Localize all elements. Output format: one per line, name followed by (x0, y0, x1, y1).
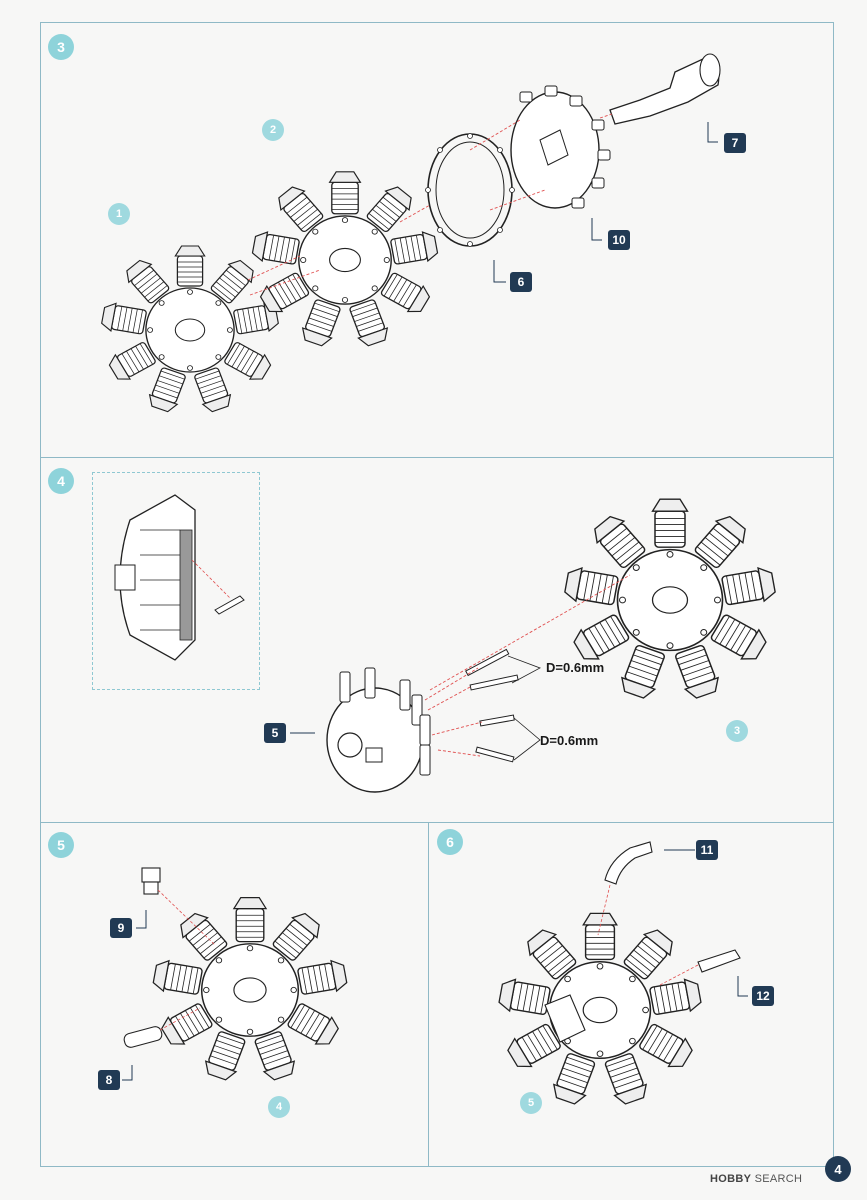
pushrods (465, 648, 519, 763)
engine-assembly-5 (498, 913, 702, 1106)
step6-leader-lines (664, 849, 748, 997)
part-label-9: 9 (110, 918, 132, 938)
step4-guide-lines (424, 574, 631, 757)
engine-row-front (101, 246, 280, 414)
watermark: HOBBY SEARCH (710, 1173, 802, 1185)
step-badge-3: 3 (48, 34, 74, 60)
part-label-8: 8 (98, 1070, 120, 1090)
part-label-10: 10 (608, 230, 630, 250)
dimension-label-lower: D=0.6mm (540, 733, 599, 748)
watermark-brand: HOBBY (710, 1173, 752, 1185)
dimension-label-upper: D=0.6mm (546, 660, 605, 675)
step-badge-5: 5 (48, 832, 74, 858)
divider-step5-6 (428, 822, 429, 1167)
subassembly-badge-1: 1 (108, 203, 130, 225)
subassembly-badge-2: 2 (262, 119, 284, 141)
step3-guide-lines (247, 113, 613, 296)
engine-assembly-4 (152, 898, 348, 1082)
page-number: 4 (825, 1156, 851, 1182)
shaft-part-7 (609, 53, 721, 125)
step5-leader-lines (122, 910, 147, 1081)
step3-leader-lines (493, 122, 718, 283)
crankcase-part-10 (510, 85, 611, 209)
step-badge-6: 6 (437, 829, 463, 855)
dimension-brackets (507, 655, 541, 761)
part-label-6: 6 (510, 272, 532, 292)
part-label-5: 5 (264, 723, 286, 743)
divider-step3 (40, 457, 834, 458)
part-8 (123, 1007, 201, 1048)
part-label-12: 12 (752, 986, 774, 1006)
step-badge-4: 4 (48, 468, 74, 494)
crankcase-part-5 (326, 667, 431, 793)
detail-box (92, 472, 260, 690)
watermark-rest: SEARCH (754, 1173, 803, 1185)
subassembly-badge-5: 5 (520, 1092, 542, 1114)
instruction-frame (40, 22, 834, 1167)
subassembly-badge-3: 3 (726, 720, 748, 742)
engine-row-rear (251, 172, 438, 348)
divider-step4 (40, 822, 834, 823)
part-11 (597, 841, 653, 936)
part-9 (141, 867, 216, 946)
side-view-detail (114, 494, 245, 661)
part-label-11: 11 (696, 840, 718, 860)
part-label-7: 7 (724, 133, 746, 153)
subassembly-badge-4: 4 (268, 1096, 290, 1118)
part-12 (659, 949, 741, 986)
ring-part-6 (425, 133, 515, 247)
